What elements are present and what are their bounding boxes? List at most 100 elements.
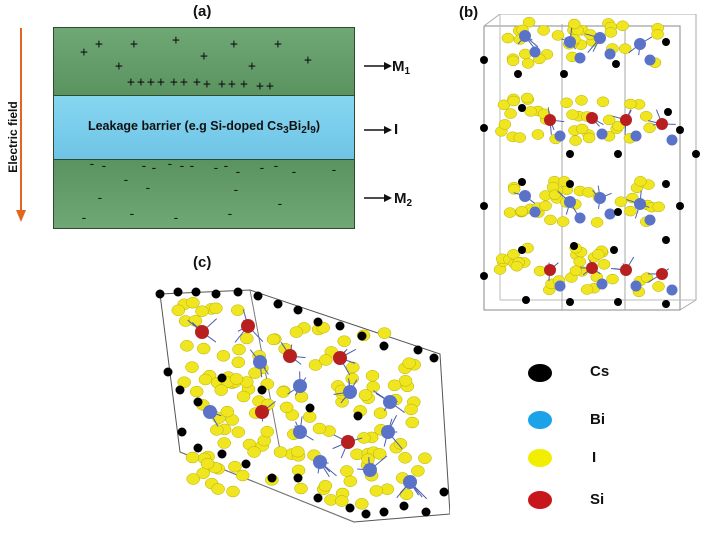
bi-atom — [667, 285, 678, 296]
cs-atom — [566, 180, 574, 188]
plus-sign: + — [248, 62, 256, 72]
plus-sign: + — [256, 82, 264, 92]
bi-atom — [313, 455, 327, 469]
iodine-atom — [508, 96, 520, 106]
plus-sign: + — [274, 40, 282, 50]
cs-atom — [380, 342, 389, 351]
cs-atom — [174, 288, 183, 297]
metal-atom — [634, 38, 646, 50]
iodine-atom — [344, 476, 357, 487]
plus-sign: + — [137, 78, 145, 88]
iodine-atom — [249, 368, 262, 379]
legend-swatches — [520, 355, 560, 525]
cs-atom — [306, 404, 315, 413]
plus-sign: + — [95, 40, 103, 50]
cs-atom — [662, 236, 670, 244]
minus-sign: - — [222, 162, 230, 172]
iodine-atom — [634, 176, 646, 186]
iodine-atom — [210, 424, 223, 435]
iodine-atom — [217, 350, 230, 361]
metal-atom — [594, 32, 606, 44]
crystal-structure-c — [150, 282, 450, 530]
iodine-atom — [189, 315, 202, 326]
iodine-atom — [362, 454, 375, 465]
iodine-atom — [212, 484, 225, 495]
metal-atom — [544, 264, 556, 276]
iodine-atom — [186, 452, 199, 463]
iodine-atom — [411, 465, 424, 476]
iodine-atom — [403, 358, 416, 369]
cs-atom — [258, 386, 267, 395]
iodine-atom — [605, 27, 617, 37]
iodine-atom — [231, 305, 244, 316]
metal-atom — [586, 112, 598, 124]
iodine-atom — [405, 404, 418, 415]
iodine-atom — [303, 412, 316, 423]
cs-atom — [218, 374, 227, 383]
minus-sign: - — [166, 160, 174, 170]
iodine-atom — [615, 197, 627, 207]
iodine-atom — [187, 474, 200, 485]
iodine-atom — [574, 257, 586, 267]
iodine-atom — [525, 106, 537, 116]
cs-atom — [268, 474, 277, 483]
minus-sign: - — [226, 210, 234, 220]
iodine-atom — [568, 19, 580, 29]
cs-atom — [294, 474, 303, 483]
iodine-atom — [233, 344, 246, 355]
bi-atom — [667, 135, 678, 146]
bi-atom — [597, 129, 608, 140]
iodine-atom — [561, 98, 573, 108]
iodine-atom — [277, 387, 290, 398]
cs-atom — [518, 178, 526, 186]
panel-label-c: (c) — [193, 254, 211, 271]
iodine-atom — [511, 261, 523, 271]
iodine-atom — [522, 58, 534, 68]
iodine-atom — [274, 447, 287, 458]
iodine-atom — [567, 110, 579, 120]
cs-atom — [612, 60, 620, 68]
iodine-atom — [505, 109, 517, 119]
iodine-atom — [521, 93, 533, 103]
minus-sign: - — [272, 162, 280, 172]
iodine-atom — [557, 217, 569, 227]
legend-label-si: Si — [590, 491, 604, 508]
barrier-label: Leakage barrier (e.g Si-doped Cs3Bi2I9) — [53, 119, 355, 136]
cs-atom — [380, 508, 389, 517]
iodine-atom — [370, 485, 383, 496]
legend-swatch-si — [528, 491, 552, 509]
minus-sign: - — [290, 168, 298, 178]
minus-sign: - — [144, 184, 152, 194]
plus-sign: + — [147, 78, 155, 88]
cs-atom — [178, 428, 187, 437]
cs-atom — [422, 508, 431, 517]
iodine-atom — [280, 402, 293, 413]
si-atom — [241, 319, 255, 333]
metal-atom — [564, 196, 576, 208]
minus-sign: - — [234, 168, 242, 178]
plus-sign: + — [172, 36, 180, 46]
cs-atom — [194, 398, 203, 407]
plus-sign: + — [266, 82, 274, 92]
cs-atom — [218, 450, 227, 459]
plus-sign: + — [170, 78, 178, 88]
cs-atom — [176, 386, 185, 395]
metal-atom — [564, 36, 576, 48]
iodine-atom — [340, 466, 353, 477]
iodine-atom — [581, 285, 593, 295]
iodine-atom — [624, 206, 636, 216]
cs-atom — [346, 504, 355, 513]
cs-atom — [560, 70, 568, 78]
minus-sign: - — [128, 210, 136, 220]
iodine-atom — [218, 438, 231, 449]
iodine-atom — [261, 426, 274, 437]
iodine-atom — [290, 327, 303, 338]
iodine-atom — [544, 215, 556, 225]
cs-atom — [514, 70, 522, 78]
cs-atom — [336, 322, 345, 331]
bi-atom — [605, 49, 616, 60]
iodine-atom — [406, 417, 419, 428]
cs-atom — [156, 290, 165, 299]
bi-atom — [253, 355, 267, 369]
iodine-atom — [576, 95, 588, 105]
